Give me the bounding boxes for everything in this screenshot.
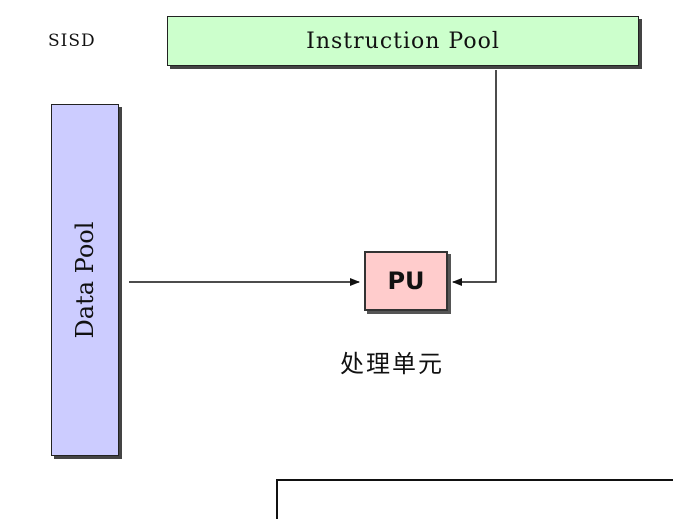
sisd-label: SISD [48, 31, 96, 51]
instruction-pool-box: Instruction Pool [167, 16, 639, 66]
instruction-to-pu-arrow [452, 70, 497, 286]
instruction-pool-label: Instruction Pool [306, 28, 500, 54]
processing-unit-box: PU [364, 251, 448, 311]
diagram-connectors [129, 70, 497, 286]
processing-unit-caption: 处理单元 [340, 350, 444, 378]
partial-frame [276, 479, 673, 519]
data-pool-box: Data Pool [51, 104, 119, 456]
processing-unit-label: PU [387, 267, 425, 295]
